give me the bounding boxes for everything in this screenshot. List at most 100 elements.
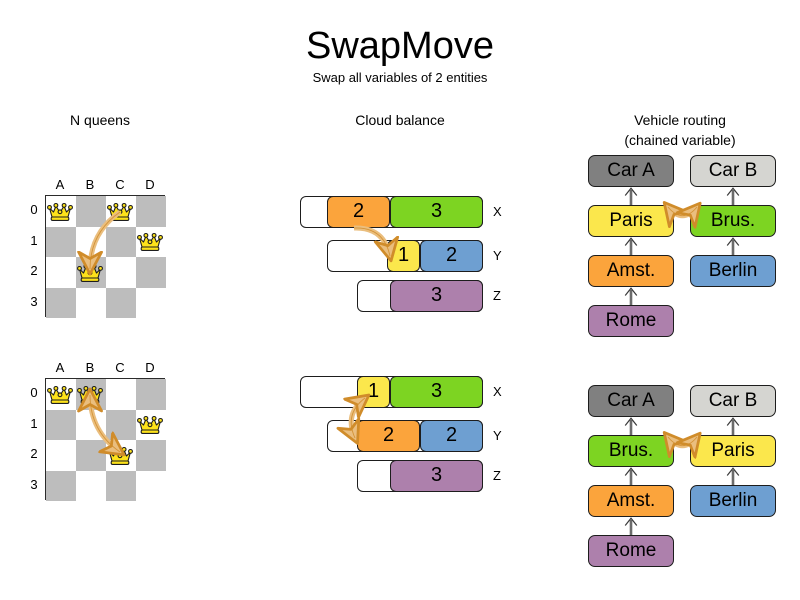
cloud-computer-label-y: Y [493, 248, 502, 263]
cloud-computer-label-y: Y [493, 428, 502, 443]
chess-cell-D3[interactable] [136, 287, 166, 318]
cloud-process-3[interactable]: 3 [390, 376, 483, 408]
chess-cell-A1[interactable] [46, 409, 76, 440]
chess-cell-A0[interactable] [46, 196, 76, 227]
chess-cell-D0[interactable] [136, 196, 166, 227]
cloud-process-2[interactable]: 2 [420, 240, 483, 272]
vrp-node-berlin[interactable]: Berlin [690, 255, 776, 287]
cloud-process-3[interactable]: 3 [390, 196, 483, 228]
vrp-chain-link-left-2 [624, 467, 638, 485]
file-label-D: D [145, 177, 155, 192]
page-subtitle: Swap all variables of 2 entities [312, 70, 488, 85]
vrp-node-rome[interactable]: Rome [588, 305, 674, 337]
page-title: SwapMove [306, 25, 494, 67]
chess-cell-C0[interactable] [106, 379, 136, 410]
chess-cell-A3[interactable] [46, 287, 76, 318]
chess-cell-B3[interactable] [76, 470, 106, 501]
vrp-chain-link-right-1 [726, 417, 740, 435]
chessboard-grid [45, 195, 166, 318]
chess-cell-C1[interactable] [106, 226, 136, 257]
cloud-process-3[interactable]: 3 [390, 460, 483, 492]
vrp-chain-link-left-1 [624, 187, 638, 205]
vrp-node-carb[interactable]: Car B [690, 385, 776, 417]
vrp-node-paris[interactable]: Paris [690, 435, 776, 467]
file-label-B: B [85, 177, 95, 192]
vrp-node-carb[interactable]: Car B [690, 155, 776, 187]
vrp-heading-line2: (chained variable) [624, 132, 736, 148]
chess-cell-C2[interactable] [106, 257, 136, 288]
chess-cell-D2[interactable] [136, 440, 166, 471]
file-label-A: A [55, 360, 65, 375]
column-heading-nqueens: N queens [70, 112, 130, 128]
vrp-chain-link-left-2 [624, 237, 638, 255]
chess-cell-C3[interactable] [106, 287, 136, 318]
chessboard-grid [45, 378, 166, 501]
chess-cell-A2[interactable] [46, 440, 76, 471]
vrp-node-rome[interactable]: Rome [588, 535, 674, 567]
chess-cell-A1[interactable] [46, 226, 76, 257]
rank-label-3: 3 [30, 293, 38, 309]
vrp-node-cara[interactable]: Car A [588, 155, 674, 187]
chess-cell-B3[interactable] [76, 287, 106, 318]
vrp-chain-link-left-1 [624, 417, 638, 435]
chess-cell-B0[interactable] [76, 196, 106, 227]
rank-label-3: 3 [30, 476, 38, 492]
vrp-node-paris[interactable]: Paris [588, 205, 674, 237]
cloud-process-1[interactable]: 1 [387, 240, 420, 272]
vrp-chain-link-right-2 [726, 467, 740, 485]
vrp-chain-link-right-2 [726, 237, 740, 255]
chess-cell-A3[interactable] [46, 470, 76, 501]
cloud-computer-label-x: X [493, 204, 502, 219]
cloud-process-2[interactable]: 2 [357, 420, 420, 452]
chess-cell-B1[interactable] [76, 226, 106, 257]
chess-cell-D1[interactable] [136, 226, 166, 257]
file-label-D: D [145, 360, 155, 375]
file-label-B: B [85, 360, 95, 375]
vrp-node-amst[interactable]: Amst. [588, 255, 674, 287]
rank-label-2: 2 [30, 446, 38, 461]
chess-cell-B1[interactable] [76, 409, 106, 440]
cloud-process-2[interactable]: 2 [327, 196, 390, 228]
vrp-node-brus[interactable]: Brus. [588, 435, 674, 467]
vrp-node-cara[interactable]: Car A [588, 385, 674, 417]
chess-cell-C0[interactable] [106, 196, 136, 227]
cloud-computer-label-x: X [493, 384, 502, 399]
rank-label-1: 1 [30, 415, 38, 431]
chess-cell-B0[interactable] [76, 379, 106, 410]
chess-cell-A2[interactable] [46, 257, 76, 288]
vrp-node-berlin[interactable]: Berlin [690, 485, 776, 517]
rank-label-0: 0 [30, 385, 38, 400]
vrp-node-brus[interactable]: Brus. [690, 205, 776, 237]
chess-cell-D1[interactable] [136, 409, 166, 440]
cloud-computer-label-z: Z [493, 468, 501, 483]
cloud-computer-label-z: Z [493, 288, 501, 303]
chess-cell-D2[interactable] [136, 257, 166, 288]
rank-label-0: 0 [30, 202, 38, 217]
vrp-node-amst[interactable]: Amst. [588, 485, 674, 517]
column-heading-cloud-balance: Cloud balance [355, 112, 445, 128]
vrp-heading-line1: Vehicle routing [634, 112, 726, 128]
rank-label-1: 1 [30, 232, 38, 248]
rank-label-2: 2 [30, 263, 38, 278]
file-label-C: C [115, 360, 125, 375]
cloud-process-1[interactable]: 1 [357, 376, 390, 408]
chess-cell-A0[interactable] [46, 379, 76, 410]
chess-cell-D0[interactable] [136, 379, 166, 410]
nqueens-board-after: A B C D 0 1 2 3 [30, 360, 200, 523]
chess-cell-C3[interactable] [106, 470, 136, 501]
chess-cell-B2[interactable] [76, 257, 106, 288]
cloud-process-3[interactable]: 3 [390, 280, 483, 312]
column-heading-vehicle-routing: Vehicle routing (chained variable) [580, 110, 780, 150]
chess-cell-B2[interactable] [76, 440, 106, 471]
chess-cell-C1[interactable] [106, 409, 136, 440]
chess-cell-D3[interactable] [136, 470, 166, 501]
cloud-process-2[interactable]: 2 [420, 420, 483, 452]
chess-cell-C2[interactable] [106, 440, 136, 471]
